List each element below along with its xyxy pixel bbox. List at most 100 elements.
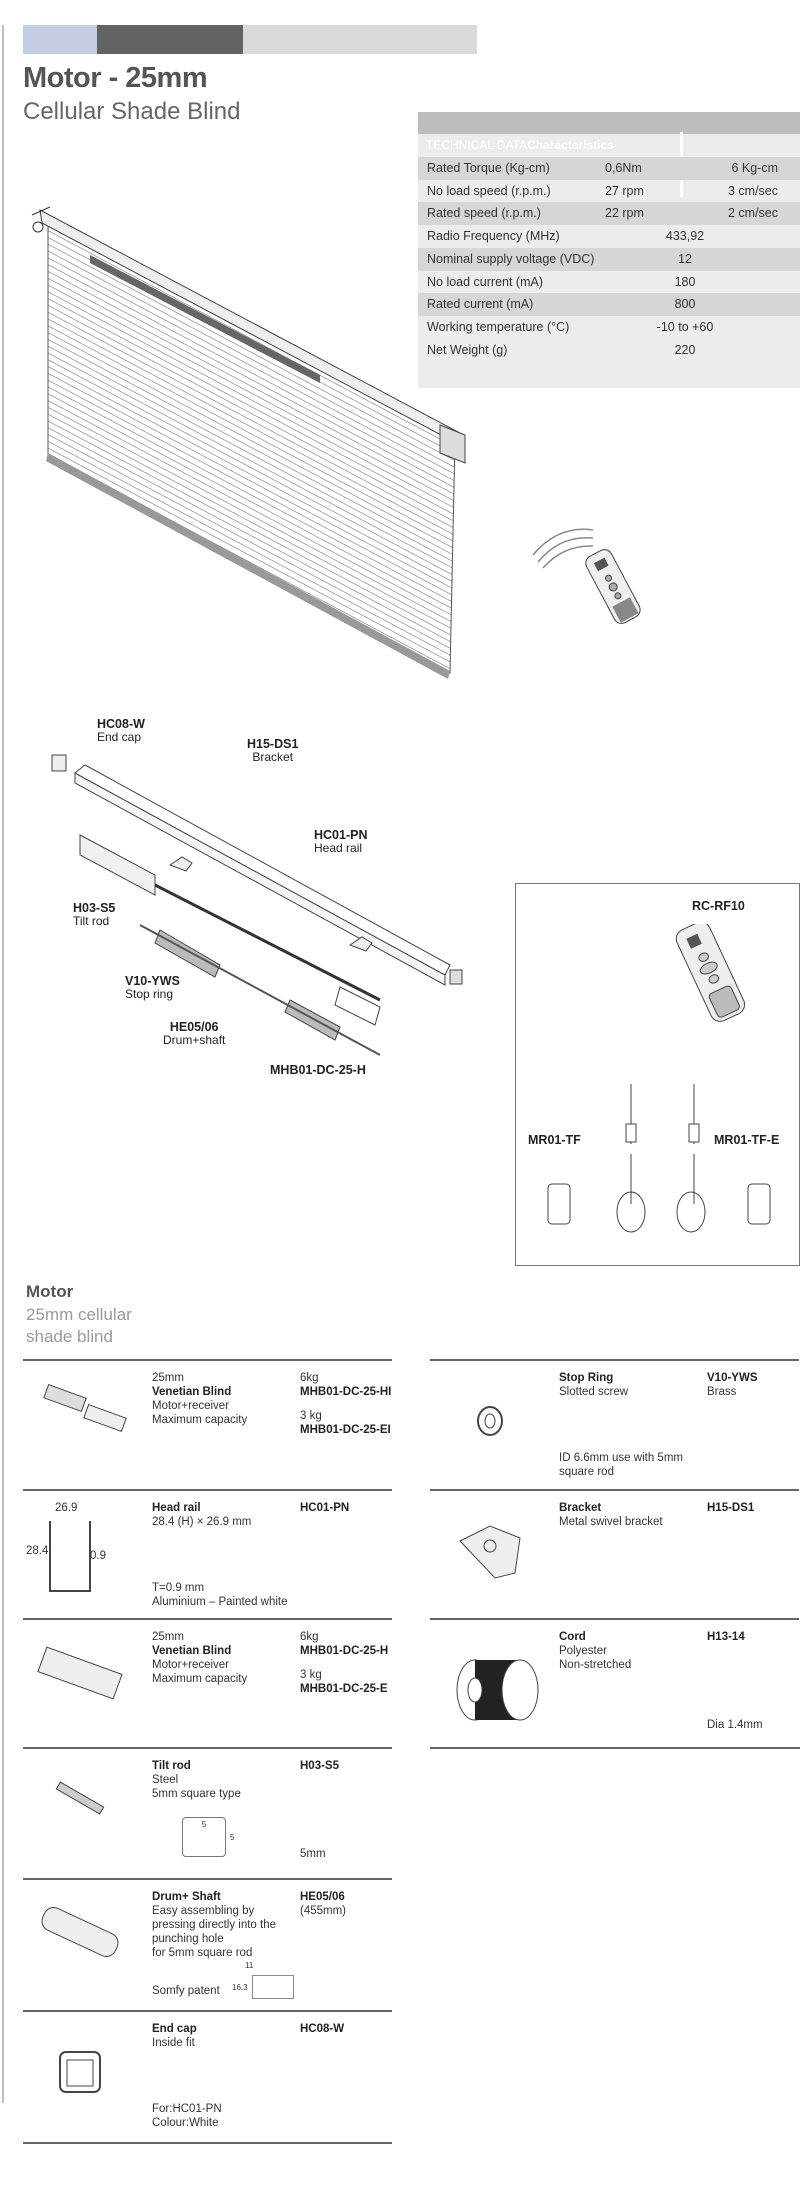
label-remote: RC-RF10 [692,900,745,913]
part-name: Stop Ring [559,1372,614,1384]
caption-characteristics: Characteristics [527,138,614,152]
bracket-name: Bracket [252,750,294,764]
parts-section-title: Motor [26,1282,74,1301]
dimension-label: 0.9 [90,1549,106,1563]
end-cap-code: HC08-W [97,717,145,731]
text-line: Metal swivel bracket [559,1516,663,1528]
end-cap-image [59,2051,101,2093]
dim-thickness: 0.9 [90,1550,106,1562]
part-code: MHB01-DC-25-HI [300,1386,392,1398]
tech-value: 12 [678,251,692,266]
tech-row: No load current (mA)180 [418,271,800,294]
tech-label: No load current (mA) [427,274,544,289]
label-motor: MHB01-DC-25-H [270,1064,366,1077]
capacity: 3 kg [300,1669,322,1681]
part-code: MHB01-DC-25-E [300,1683,388,1695]
head-rail-code: HC01-PN [314,828,368,842]
drum-profile: 16.3 [232,1975,294,1999]
text-line: Steel [152,1774,179,1786]
stop-ring-code: V10-YWS [125,974,180,988]
text-line: for 5mm square rod [152,1947,253,1959]
part-code: MHB01-DC-25-EI [300,1424,391,1436]
part-code-cell: HE05/06(455mm) [300,1890,346,1918]
text-line: For:HC01-PN [152,2103,222,2115]
part-footnote: Somfy patent [152,1984,220,1998]
row-divider [23,1747,392,1749]
left-margin-rule [2,25,4,2103]
header-bar-light [243,25,477,54]
header-bar-blue [23,25,97,54]
dim-11: 11 [245,1961,254,1970]
text-line: Colour:White [152,2117,219,2129]
cord-spool-image [456,1659,539,1721]
tech-label: Working temperature (°C) [427,319,570,334]
dim-square: 5 [182,1817,226,1857]
part-code-cell: HC01-PN [300,1501,349,1515]
part-footnote: For:HC01-PN Colour:White [152,2102,222,2130]
tech-row: Working temperature (°C) -10 to +60 [418,316,800,339]
head-rail-name: Head rail [314,841,363,855]
tech-label: Nominal supply voltage (VDC) [427,251,595,266]
text-line: Inside fit [152,2037,195,2049]
part-code: HC08-W [300,2023,345,2035]
capacity: 6kg [300,1631,319,1643]
part-code: V10-YWS [707,1372,758,1384]
part-code: H15-DS1 [707,1502,755,1514]
part-code: HC01-PN [300,1502,350,1514]
tech-row: Net Weight (g)220 [418,339,800,362]
tech-label: No load speed (r.p.m.) [427,183,551,198]
text-line: Maximum capacity [152,1414,248,1426]
remote-with-signal-illustration [532,528,641,624]
page-subtitle: Cellular Shade Blind [23,98,241,125]
tech-value-1: 27 rpm [605,183,644,198]
tilt-rod-code: H03-S5 [73,901,116,915]
dimension-label: 28.4 [26,1544,48,1558]
row-divider [430,1747,800,1749]
dim-square-h: 5 [230,1833,235,1842]
part-code: HE05/06 [300,1891,345,1903]
part-name: Venetian Blind [152,1386,232,1398]
text-line: pressing directly into the [152,1919,277,1931]
part-name: Cord [559,1631,586,1643]
part-code: MHB01-DC-25-H [300,1645,389,1657]
remote-receiver-box: RC-RF10 MR01-TF MR01-TF-E [515,883,800,1266]
tech-value: -10 to +60 [656,319,714,334]
dim-16: 16.3 [232,1983,248,1993]
part-code-cell: H13-14 [707,1630,745,1644]
text-line: Slotted screw [559,1386,629,1398]
drum-code: HE05/06 [169,1020,219,1034]
text-line: Non-stretched [559,1659,632,1671]
tilt-rod-name: Tilt rod [73,914,110,928]
head-rail-profile-image [49,1521,91,1592]
tech-row: No load speed (r.p.m.) 27 rpm 3 cm/sec [418,180,800,203]
row-divider [430,1618,799,1620]
tech-value-2: 2 cm/sec [727,206,778,221]
header-bar-dark [97,25,243,54]
exploded-assembly-diagram [51,754,463,1056]
text-line: Motor+receiver [152,1400,230,1412]
part-code-cell: H15-DS1 [707,1501,754,1515]
remote-control-illustration [675,924,746,1022]
text-line: ID 6.6mm use with 5mm [559,1452,683,1464]
receiver-eu-code: MR01-TF-E [714,1133,780,1147]
tech-value-2: 3 cm/sec [727,183,778,198]
cellular-shade-illustration [31,206,466,679]
capacity: 6kg [300,1372,319,1384]
stop-ring-name: Stop ring [125,987,174,1001]
tech-label: Rated current (mA) [427,297,534,312]
receiver-us-code: MR01-TF [528,1133,581,1147]
